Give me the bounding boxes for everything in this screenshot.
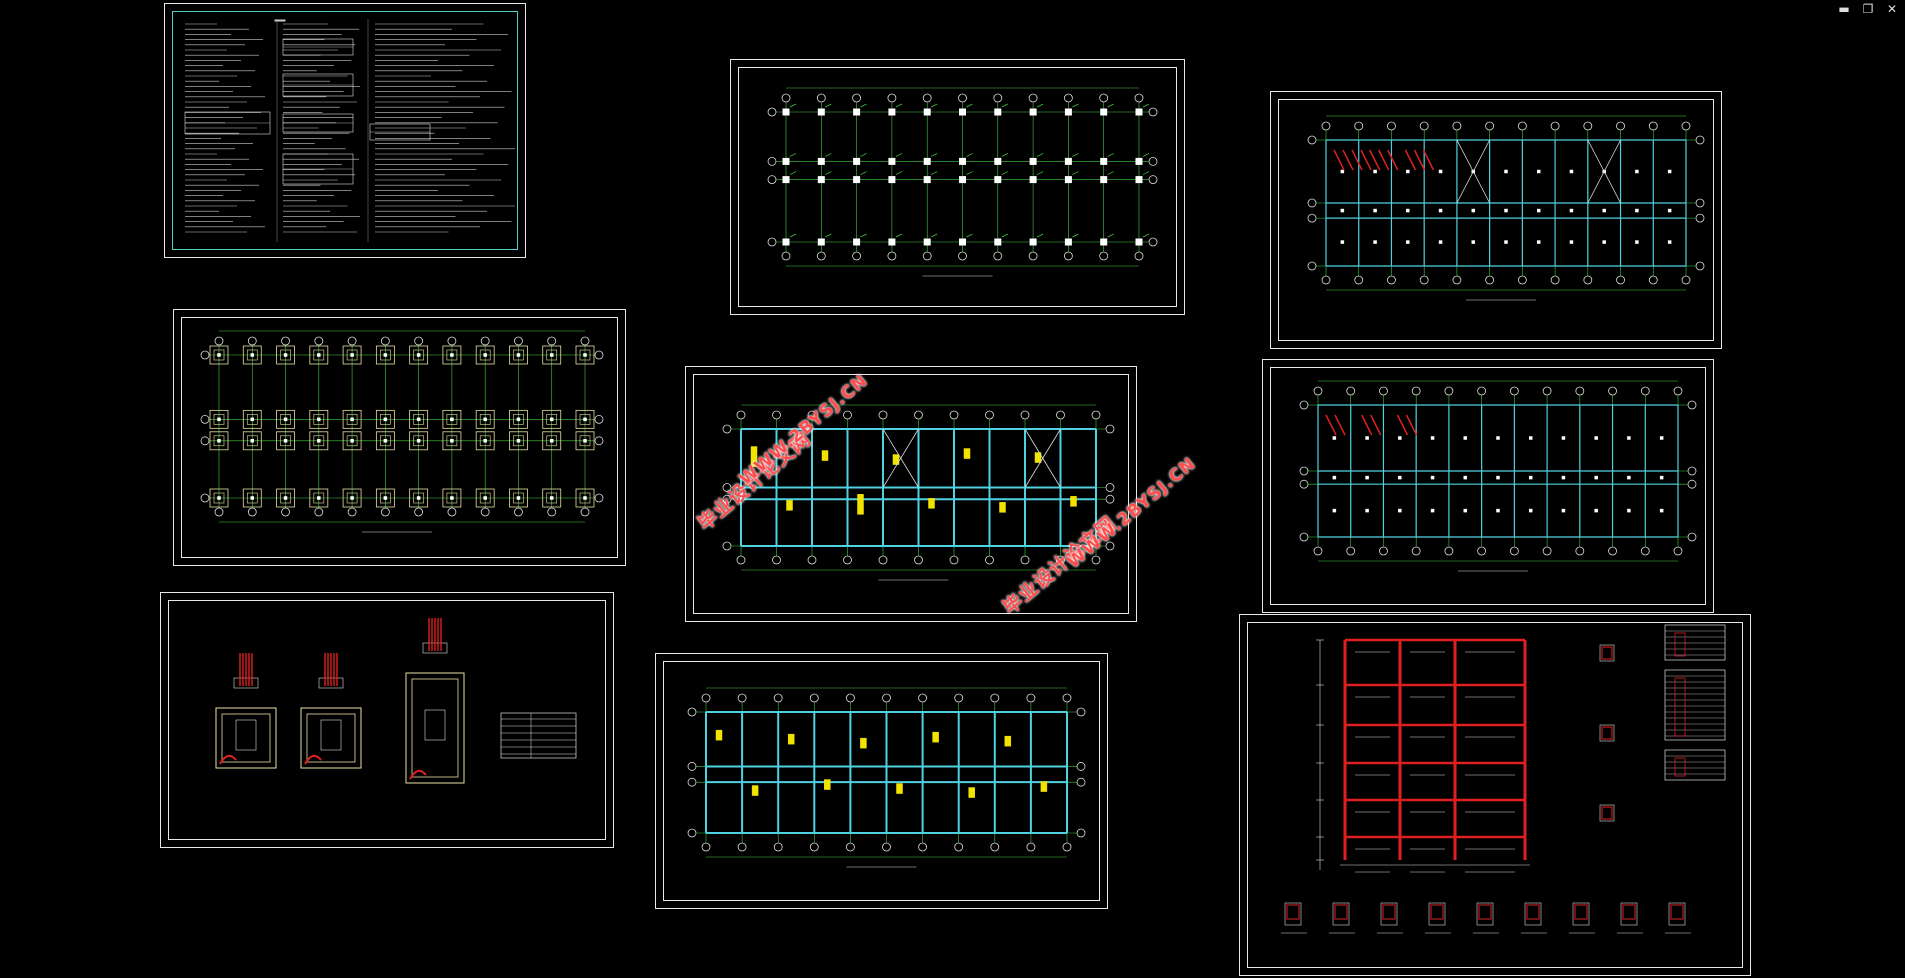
sheet-frame-elevation[interactable] (1239, 614, 1751, 976)
sheet-foundation-plan[interactable] (173, 309, 626, 566)
beam-plan-drawing (687, 687, 1086, 868)
slab-plan-drawing (1307, 115, 1705, 301)
beam-plan-drawing (722, 404, 1115, 581)
column-plan-drawing (767, 87, 1158, 277)
sheet-footing-details[interactable] (160, 592, 614, 848)
footing-details-drawing (215, 618, 577, 784)
notes-drawing (184, 19, 515, 242)
frame-elevation-drawing (1281, 624, 1726, 934)
minimize-button[interactable]: ▬ (1838, 2, 1850, 16)
sheet-border (693, 374, 1129, 614)
sheet-border (663, 661, 1100, 901)
sheet-border (181, 317, 618, 558)
sheet-beam-reinforcement-plan-b[interactable] (655, 653, 1108, 909)
sheet-design-notes[interactable] (164, 3, 526, 258)
sheet-border (1278, 99, 1714, 341)
foundation-plan-drawing (200, 330, 604, 533)
slab-plan-drawing (1299, 380, 1697, 572)
sheet-border (172, 11, 518, 250)
sheet-border (738, 67, 1177, 307)
sheet-second-floor-slab-plan[interactable] (1270, 91, 1722, 349)
close-button[interactable]: ✕ (1886, 2, 1898, 16)
sheet-beam-reinforcement-plan-a[interactable] (685, 366, 1137, 622)
window-controls: ▬ ❐ ✕ (1837, 2, 1899, 16)
sheet-border (1270, 367, 1706, 605)
sheet-border (168, 600, 606, 840)
restore-button[interactable]: ❐ (1862, 2, 1874, 16)
sheet-roof-slab-plan[interactable] (1262, 359, 1714, 613)
sheet-border (1247, 622, 1743, 968)
sheet-column-layout-plan[interactable] (730, 59, 1185, 315)
